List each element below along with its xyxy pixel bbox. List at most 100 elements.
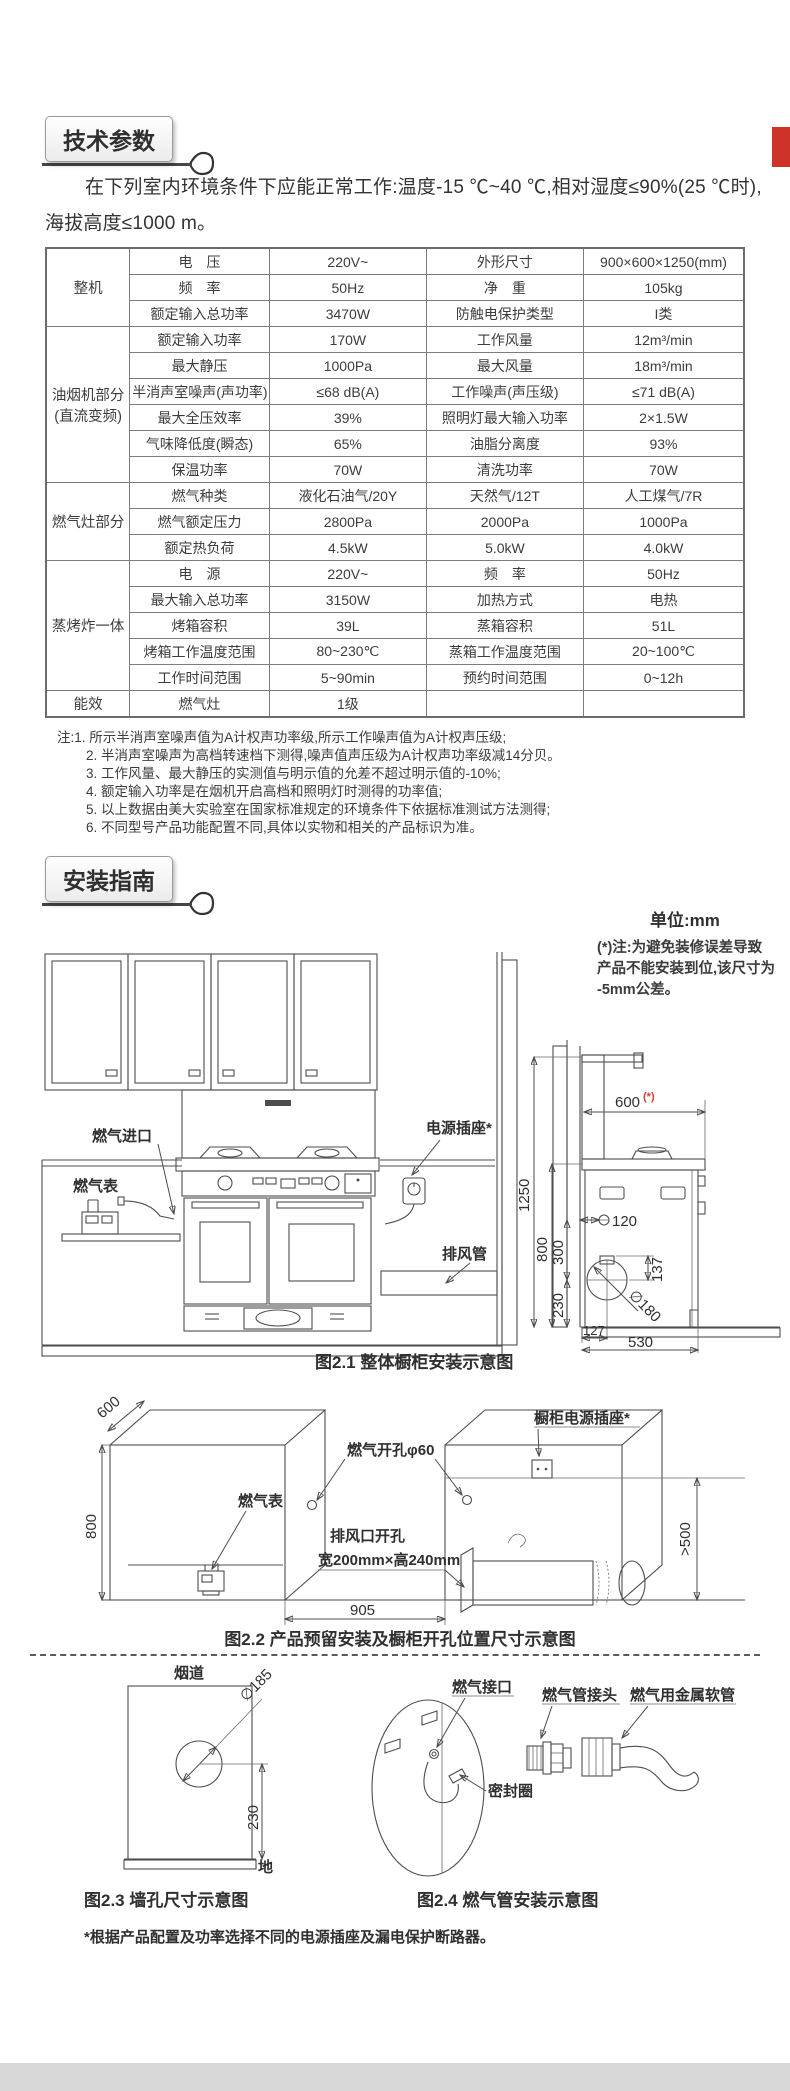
spec-value: 最大风量 (425, 352, 584, 379)
figure-2-3-wall-hole: 烟道 ∅185 230 地 (123, 1664, 276, 1876)
tech-section-title: 技术参数 (63, 128, 155, 154)
vent-hole-label-1: 排风口开孔 (330, 1527, 405, 1545)
spec-value: 电热 (582, 586, 745, 613)
page-edge-red-tab (772, 127, 790, 167)
spec-value: 39L (268, 612, 427, 639)
figure-2-2-cutout-positions: 600 800 905 >500 燃气开孔φ60 燃气表 排风口开孔 宽200m… (83, 1393, 745, 1625)
spec-group-whole: 整机 (45, 247, 131, 327)
dim-600: 600 (94, 1393, 124, 1422)
header-balloon-icon (188, 891, 215, 916)
dim-300: 300 (550, 1240, 567, 1265)
spec-value: 1000Pa (268, 352, 427, 379)
dim-600: 600 (615, 1094, 640, 1111)
exhaust-pipe-label: 排风管 (442, 1245, 487, 1263)
spec-value: 3150W (268, 586, 427, 613)
spec-value: 天然气/12T (425, 482, 584, 509)
pipe-joint-label: 燃气管接头 (542, 1686, 617, 1704)
dim-230: 230 (245, 1805, 262, 1830)
spec-label: 烤箱容积 (129, 612, 270, 639)
spec-label: 电 压 (129, 247, 270, 275)
spec-value: 51L (582, 612, 745, 639)
spec-value: 220V~ (268, 560, 427, 587)
bottom-gray-bar (0, 2063, 790, 2091)
spec-value: 工作风量 (425, 326, 584, 353)
install-header-line (42, 903, 192, 906)
spec-value: 20~100℃ (582, 638, 745, 665)
figure-2-4-labels: 燃气接口 密封圈 燃气管接头 燃气用金属软管 (437, 1678, 736, 1800)
vent-hole-label-2: 宽200mm×高240mm (317, 1551, 460, 1569)
dim-1250: 1250 (516, 1179, 533, 1212)
spec-value: 加热方式 (425, 586, 584, 613)
exhaust-duct (460, 1533, 646, 1613)
spec-value: 液化石油气/20Y (268, 482, 427, 509)
spec-value: 170W (268, 326, 427, 353)
spec-value: 50Hz (268, 274, 427, 301)
spec-value: ≤71 dB(A) (582, 378, 745, 405)
tech-section-header: 技术参数 (45, 116, 173, 162)
spec-label: 燃气灶 (129, 690, 270, 718)
spec-value: 0~12h (582, 664, 745, 691)
spec-label: 燃气种类 (129, 482, 270, 509)
cabinet-socket-drawing (531, 1459, 553, 1479)
power-socket-drawing (402, 1177, 426, 1205)
spec-group-stove: 燃气灶部分 (45, 482, 131, 561)
dim-230: 230 (550, 1293, 567, 1318)
figure-2-2-labels: 燃气开孔φ60 燃气表 排风口开孔 宽200mm×高240mm 橱柜电源插座* (212, 1409, 640, 1587)
spec-value: 外形尺寸 (425, 247, 584, 275)
right-cabinet-box (444, 1409, 745, 1601)
spec-row: 半消声室噪声(声功率)≤68 dB(A)工作噪声(声压级)≤71 dB(A) (46, 378, 745, 405)
dim-530: 530 (628, 1334, 653, 1351)
dim-905: 905 (350, 1602, 375, 1619)
spec-value: 1级 (268, 690, 427, 718)
star-note: (*)注:为避免装修误差导致 产品不能安装到位,该尺寸为 -5mm公差。 (597, 940, 776, 998)
spec-value: 2000Pa (425, 508, 584, 535)
ground-label: 地 (258, 1858, 273, 1876)
dim-185: ∅185 (237, 1666, 276, 1705)
dim-600-star: (*) (643, 1091, 655, 1103)
spec-value: 照明灯最大输入功率 (425, 404, 584, 431)
spec-label: 保温功率 (129, 456, 270, 483)
right-counter (380, 952, 518, 1346)
spec-group-energy: 能效 (45, 690, 131, 718)
spec-label: 电 源 (129, 560, 270, 587)
header-balloon-icon (188, 151, 215, 176)
intro-line-2: 海拔高度≤1000 m。 (45, 213, 217, 234)
dim-180: ∅180 (625, 1287, 664, 1326)
gas-port-label: 燃气接口 (452, 1678, 512, 1696)
side-view (552, 1040, 781, 1340)
spec-value: 防触电保护类型 (425, 300, 584, 327)
gas-inlet-label: 燃气进口 (92, 1127, 152, 1145)
note-line: 3. 工作风量、最大静压的实测值与明示值的允差不超过明示值的-10%; (86, 766, 501, 781)
spec-label: 最大全压效率 (129, 404, 270, 431)
note-line: 注:1. 所示半消声室噪声值为A计权声功率级,所示工作噪声值为A计权声压级; (57, 730, 507, 745)
spec-label: 气味降低度(瞬态) (129, 430, 270, 457)
dim-800: 800 (534, 1237, 551, 1262)
spec-label: 半消声室噪声(声功率) (129, 378, 270, 405)
wall-cabinets (44, 953, 378, 1091)
dim-137: 137 (649, 1257, 666, 1282)
ground-front (41, 1344, 503, 1357)
flue-label: 烟道 (174, 1664, 204, 1682)
spec-label: 最大输入总功率 (129, 586, 270, 613)
spec-value: 2×1.5W (582, 404, 745, 431)
brand-logo (265, 1100, 291, 1106)
note-line: 4. 额定输入功率是在烟机开启高档和照明灯时测得的功率值; (86, 784, 443, 799)
spec-label: 额定热负荷 (129, 534, 270, 561)
spec-value: 220V~ (268, 247, 427, 275)
spec-value: 900×600×1250(mm) (582, 247, 745, 275)
spec-value: 人工煤气/7R (582, 482, 745, 509)
spec-label: 烤箱工作温度范围 (129, 638, 270, 665)
note-line: 5. 以上数据由美大实验室在国家标准规定的环境条件下依据标准测试方法测得; (86, 802, 551, 817)
